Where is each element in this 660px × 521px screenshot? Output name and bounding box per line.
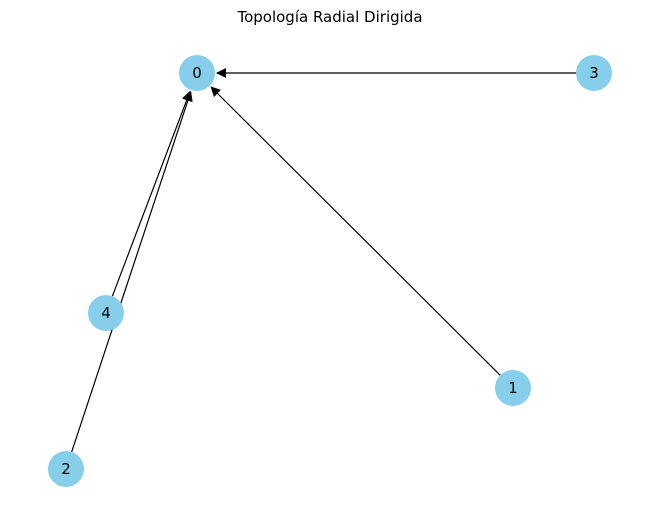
node-4: 4 <box>88 295 124 331</box>
node-circle <box>495 370 531 406</box>
node-label: 0 <box>192 64 202 82</box>
node-circle <box>48 451 84 487</box>
node-circle <box>88 295 124 331</box>
edges-layer <box>71 68 576 453</box>
node-label: 1 <box>508 379 518 397</box>
edge-4-to-0 <box>111 90 192 297</box>
node-0: 0 <box>179 55 215 91</box>
edge-1-to-0 <box>210 86 501 376</box>
nodes-layer: 0 1 2 3 4 <box>48 55 612 487</box>
diagram-title: Topología Radial Dirigida <box>237 8 423 26</box>
node-circle <box>576 55 612 91</box>
node-label: 3 <box>589 64 599 82</box>
node-2: 2 <box>48 451 84 487</box>
node-circle <box>179 55 215 91</box>
node-3: 3 <box>576 55 612 91</box>
node-label: 4 <box>101 304 111 322</box>
node-label: 2 <box>61 460 71 478</box>
node-1: 1 <box>495 370 531 406</box>
edge-2-to-0 <box>71 91 193 453</box>
